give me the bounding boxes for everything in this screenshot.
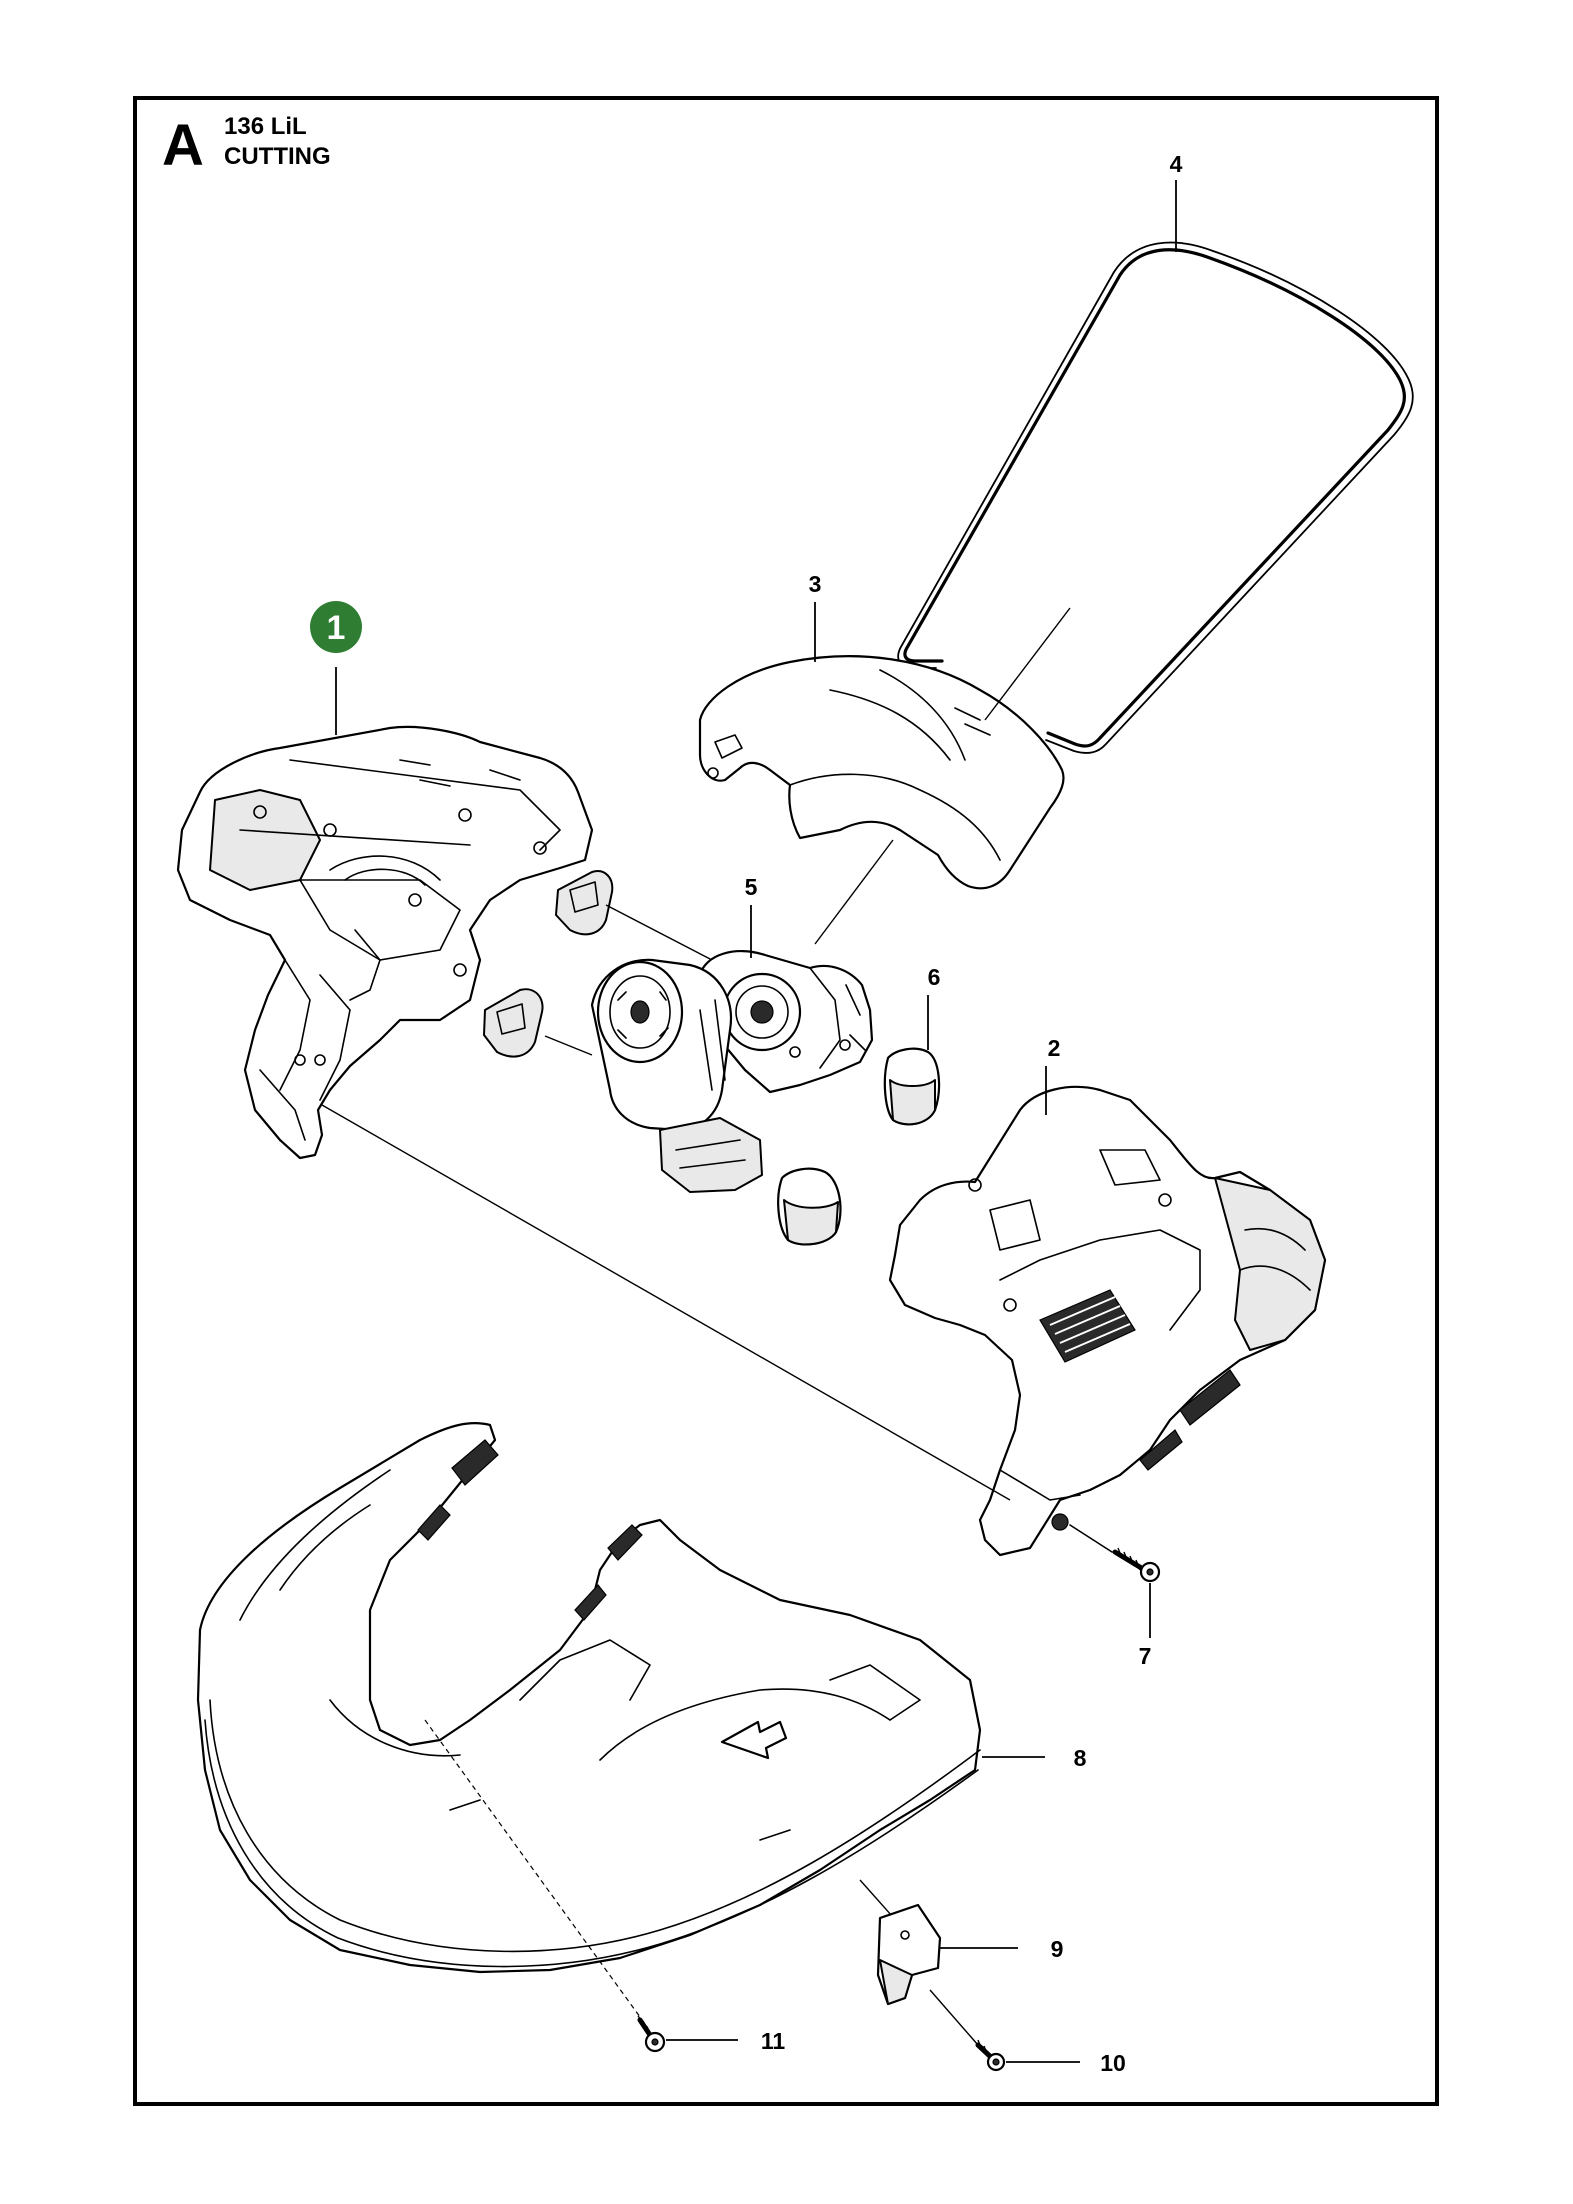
callout-2: 2 [1048, 1035, 1061, 1061]
guide-1-to-5 [605, 904, 713, 961]
guide-9-to-10 [929, 1989, 979, 2046]
part-11-screw [637, 2015, 666, 2053]
model-name: 136 LiL [224, 113, 307, 140]
part-1-badge: 1 [310, 601, 362, 653]
part-4-wire-bow [897, 241, 1414, 754]
group-name: CUTTING [224, 143, 331, 170]
part-1-rear-housing [176, 725, 594, 1160]
guide-1-to-2 [321, 1104, 1011, 1501]
diagram-header: A 136 LiL CUTTING [162, 113, 331, 178]
part-2-front-housing [888, 1085, 1327, 1557]
part-5-motor-assembly [590, 950, 874, 1193]
callout-6: 6 [928, 964, 941, 990]
part-6-damper-b [483, 988, 544, 1058]
badge-1-label: 1 [327, 609, 346, 647]
callout-4: 4 [1170, 151, 1183, 177]
guide-5-to-damper [544, 1035, 593, 1056]
diagram-frame [133, 96, 1439, 2106]
part-6-damper-c [883, 1047, 941, 1126]
callout-3: 3 [809, 571, 822, 597]
badge-1-circle [310, 601, 362, 653]
part-8-blade-guard [196, 1422, 982, 1974]
part-7-screw [1069, 1524, 1161, 1583]
part-6-damper-a [555, 870, 614, 936]
callout-5: 5 [745, 874, 758, 900]
section-letter: A [162, 113, 204, 178]
callout-11: 11 [761, 2028, 786, 2054]
callout-7: 7 [1139, 1643, 1152, 1669]
callout-9: 9 [1051, 1936, 1064, 1962]
part-10-screw [975, 2039, 1006, 2072]
callout-10: 10 [1100, 2050, 1126, 2076]
guide-3-to-5 [814, 839, 894, 945]
part-6-damper-d [777, 1167, 842, 1246]
guide-3-to-4 [984, 607, 1071, 721]
callout-8: 8 [1074, 1745, 1087, 1771]
part-9-line-cutter [876, 1903, 942, 2006]
guide-8-to-11 [424, 1719, 649, 2029]
part-3-upper-cover [698, 655, 1065, 890]
